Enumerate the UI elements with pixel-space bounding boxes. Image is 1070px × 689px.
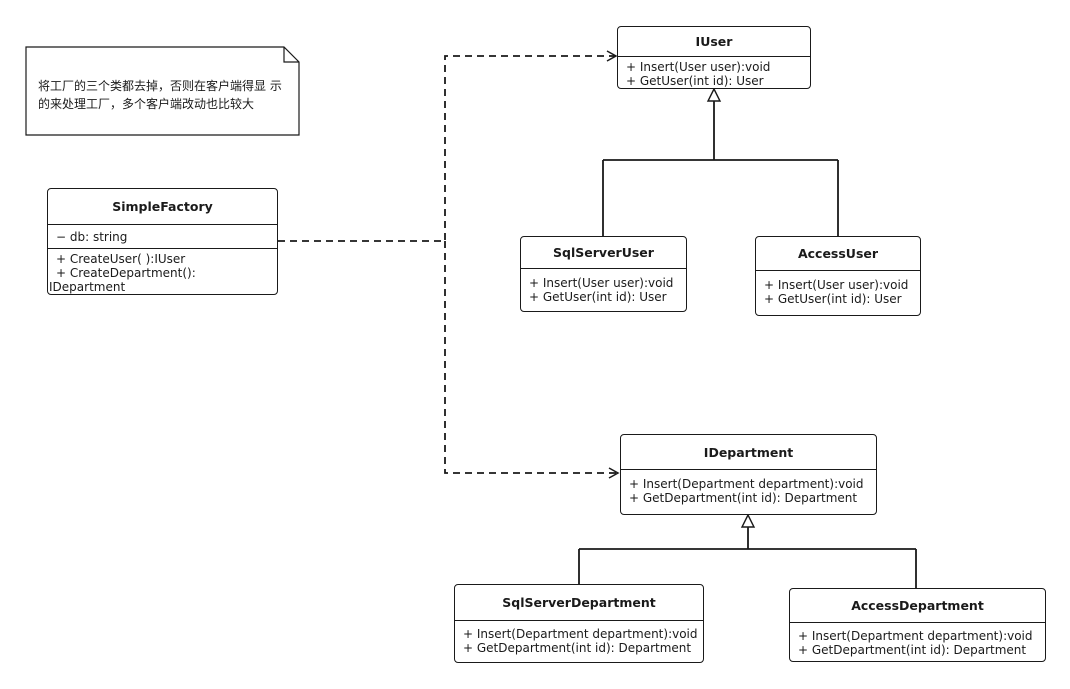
methods-section: + Insert(User user):void + GetUser(int i…: [756, 271, 920, 308]
method: + Insert(User user):void: [529, 276, 674, 290]
methods-section: + Insert(Department department):void + G…: [621, 470, 876, 507]
attribute: − db: string: [56, 230, 128, 244]
interface-idepartment[interactable]: IDepartment + Insert(Department departme…: [620, 434, 877, 515]
methods-section: + Insert(Department department):void + G…: [455, 621, 703, 657]
inherit-line-department: [578, 527, 917, 588]
method: + CreateUser( ):IUser: [56, 252, 186, 266]
note-line: 将工厂的三个类都去掉，否则在客户端得显: [38, 79, 267, 93]
class-name: IDepartment: [621, 435, 876, 470]
method: + GetUser(int id): User: [626, 74, 764, 88]
note-text: 将工厂的三个类都去掉，否则在客户端得显 示的来处理工厂，多个客户端改动也比较大: [38, 77, 288, 113]
class-name: SqlServerDepartment: [455, 585, 703, 621]
class-name: SqlServerUser: [521, 237, 686, 269]
method: + GetUser(int id): User: [529, 290, 667, 304]
method: + GetDepartment(int id): Department: [463, 641, 692, 655]
methods-section: + Insert(User user):void + GetUser(int i…: [618, 57, 810, 88]
class-access-user[interactable]: AccessUser + Insert(User user):void + Ge…: [755, 236, 921, 316]
method: + GetUser(int id): User: [764, 292, 902, 306]
class-sqlserver-department[interactable]: SqlServerDepartment + Insert(Department …: [454, 584, 704, 663]
class-name: SimpleFactory: [48, 189, 277, 225]
method: + Insert(Department department):void: [798, 629, 1033, 643]
note-line: 示的来处理工厂，多个客户端改动也比较大: [38, 79, 282, 111]
class-sqlserver-user[interactable]: SqlServerUser + Insert(User user):void +…: [520, 236, 687, 312]
dependency-line-iuser: [278, 50, 618, 242]
method: + Insert(Department department):void: [629, 477, 864, 491]
method: + GetDepartment(int id): Department: [629, 491, 858, 505]
interface-iuser[interactable]: IUser + Insert(User user):void + GetUser…: [617, 26, 811, 89]
class-name: IUser: [618, 27, 810, 57]
methods-section: + CreateUser( ):IUser + CreateDepartment…: [48, 248, 277, 294]
method: + Insert(User user):void: [626, 60, 771, 74]
method: + GetDepartment(int id): Department: [798, 643, 1027, 657]
class-simple-factory[interactable]: SimpleFactory − db: string + CreateUser(…: [47, 188, 278, 295]
note-shape: [25, 46, 300, 136]
method: + Insert(User user):void: [764, 278, 909, 292]
attributes-section: − db: string: [48, 225, 277, 248]
class-access-department[interactable]: AccessDepartment + Insert(Department dep…: [789, 588, 1046, 662]
inherit-arrow-iuser: [706, 87, 722, 102]
dependency-line-idepartment: [444, 241, 620, 479]
class-name: AccessUser: [756, 237, 920, 271]
methods-section: + Insert(User user):void + GetUser(int i…: [521, 269, 686, 306]
methods-section: + Insert(Department department):void + G…: [790, 623, 1045, 659]
method: + CreateDepartment():: [56, 266, 196, 280]
class-name: AccessDepartment: [790, 589, 1045, 623]
inherit-arrow-idepartment: [740, 513, 756, 528]
method: + Insert(Department department):void: [463, 627, 698, 641]
method: IDepartment: [49, 280, 126, 294]
inherit-line-user: [602, 101, 839, 237]
